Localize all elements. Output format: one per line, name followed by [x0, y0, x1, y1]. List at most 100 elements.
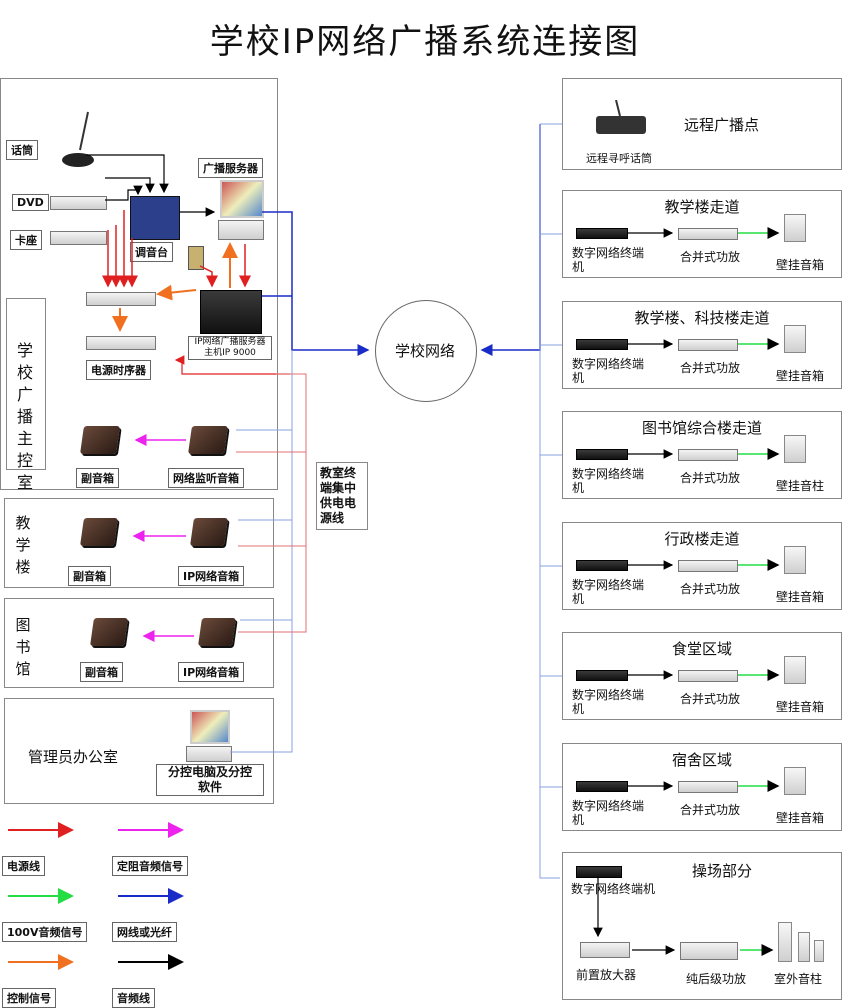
control-room-label-char: 主	[16, 429, 33, 448]
admin-office-label: 管理员办公室	[28, 748, 119, 766]
zone-amp-label: 合并式功放	[680, 803, 741, 817]
legend-label: 100V音频信号	[2, 922, 88, 942]
zone-title: 宿舍区域	[671, 751, 732, 769]
teaching-building-label: 教学楼	[14, 512, 32, 578]
power-sequencer-icon	[86, 336, 156, 350]
zone-speaker-label: 壁挂音箱	[776, 258, 825, 272]
mixer-label: 调音台	[130, 242, 173, 262]
admin-pc-case-icon	[186, 746, 232, 762]
host-label: IP网络广播服务器 主机IP 9000	[188, 336, 272, 360]
library-label: 图书馆	[14, 614, 32, 680]
zone-speaker-icon	[784, 546, 806, 574]
lib-sub-speaker-label: 副音箱	[80, 662, 123, 682]
host-label-line2: 主机IP 9000	[204, 348, 256, 358]
zone-terminal-icon	[576, 781, 628, 792]
server-monitor-icon	[220, 180, 264, 218]
admin-pc-monitor-icon	[190, 710, 230, 744]
control-room-label-char: 学	[16, 341, 33, 360]
playground-terminal-label: 数字网络终端机	[570, 882, 655, 896]
power-line-label-box	[316, 462, 368, 530]
zone-terminal-label: 数字网络终端机	[572, 246, 645, 274]
zone-terminal-label: 数字网络终端机	[572, 467, 645, 495]
remote-title: 远程广播点	[684, 116, 760, 134]
remote-mic-icon	[594, 100, 648, 138]
power-amp-icon	[680, 942, 738, 960]
host-label-line1: IP网络广播服务器	[194, 337, 266, 347]
legend-label: 网线或光纤	[112, 922, 177, 942]
zone-speaker-icon	[784, 767, 806, 795]
server-label: 广播服务器	[198, 158, 263, 178]
zone-terminal-label: 数字网络终端机	[572, 799, 645, 827]
zone-amp-label: 合并式功放	[680, 692, 741, 706]
control-room-label-char: 广	[16, 385, 33, 404]
library-label-char: 馆	[15, 660, 31, 678]
dvd-label: DVD	[12, 194, 49, 211]
power-amp-label: 纯后级功放	[686, 972, 747, 986]
zone-terminal-icon	[576, 228, 628, 239]
zone-speaker-icon	[784, 214, 806, 242]
library-label-char: 书	[15, 638, 31, 656]
mixer-icon	[130, 196, 180, 240]
zone-title: 食堂区域	[671, 640, 732, 658]
preamp-label: 前置放大器	[576, 968, 637, 982]
tape-deck-icon	[50, 231, 107, 245]
zone-terminal-label: 数字网络终端机	[572, 688, 645, 716]
cr-monitor-speaker-label: 网络监听音箱	[168, 468, 244, 488]
zone-speaker-label: 壁挂音箱	[776, 369, 825, 383]
zone-title: 图书馆综合楼走道	[641, 419, 762, 437]
zone-amp-label: 合并式功放	[680, 250, 741, 264]
legend-label: 定阻音频信号	[112, 856, 188, 876]
zone-amp-icon	[678, 449, 738, 461]
tape-label: 卡座	[10, 230, 42, 250]
outdoor-speaker-label: 室外音柱	[774, 972, 823, 986]
control-room-area	[0, 78, 278, 490]
admin-pc-label: 分控电脑及分控 软件	[156, 764, 264, 796]
zone-speaker-label: 壁挂音箱	[776, 700, 825, 714]
diagram-title: 学校IP网络广播系统连接图	[209, 22, 641, 62]
legend-label: 电源线	[2, 856, 45, 876]
zone-amp-icon	[678, 228, 738, 240]
legend-label: 控制信号	[2, 988, 56, 1008]
control-room-label-char: 校	[16, 363, 33, 382]
school-network-label: 学校网络	[394, 342, 455, 360]
switch-icon	[188, 246, 204, 270]
zone-speaker-icon	[784, 656, 806, 684]
preamp-icon	[580, 942, 630, 958]
school-network-node	[375, 300, 477, 402]
zone-amp-label: 合并式功放	[680, 471, 741, 485]
zone-amp-icon	[678, 670, 738, 682]
microphone-icon	[60, 110, 100, 170]
legend-label: 音频线	[112, 988, 155, 1008]
tb-sub-speaker-label: 副音箱	[68, 566, 111, 586]
control-room-label-char: 播	[16, 407, 33, 426]
teaching-building-label-char: 学	[15, 536, 31, 554]
outdoor-column-icon	[778, 922, 792, 962]
admin-pc-label-line2: 软件	[197, 780, 222, 794]
zone-terminal-icon	[576, 339, 628, 350]
zone-terminal-icon	[576, 670, 628, 681]
zone-speaker-label: 壁挂音箱	[776, 811, 825, 825]
dvd-player-icon	[50, 196, 107, 210]
control-room-label: 学校广播主控室	[16, 340, 34, 494]
control-room-label-char: 室	[16, 473, 33, 492]
host-icon	[200, 290, 262, 334]
zone-title: 教学楼、科技楼走道	[634, 309, 770, 327]
zone-amp-icon	[678, 781, 738, 793]
zone-speaker-icon	[784, 435, 806, 463]
zone-speaker-label: 壁挂音柱	[776, 479, 825, 493]
playground-title: 操场部分	[692, 862, 753, 880]
control-room-label-box	[6, 298, 46, 470]
admin-pc-label-line1: 分控电脑及分控	[167, 765, 252, 779]
remote-device-label: 远程寻呼话筒	[586, 152, 652, 165]
power-sequencer-device	[86, 292, 156, 306]
zone-terminal-label: 数字网络终端机	[572, 578, 645, 606]
outdoor-column-icon-2	[798, 932, 810, 962]
playground-terminal-icon	[576, 866, 622, 878]
zone-title: 行政楼走道	[664, 530, 740, 548]
mic-label: 话筒	[6, 140, 38, 160]
zone-title: 教学楼走道	[664, 198, 740, 216]
cr-sub-speaker-label: 副音箱	[76, 468, 119, 488]
teaching-building-label-char: 楼	[15, 558, 31, 576]
zone-amp-icon	[678, 560, 738, 572]
